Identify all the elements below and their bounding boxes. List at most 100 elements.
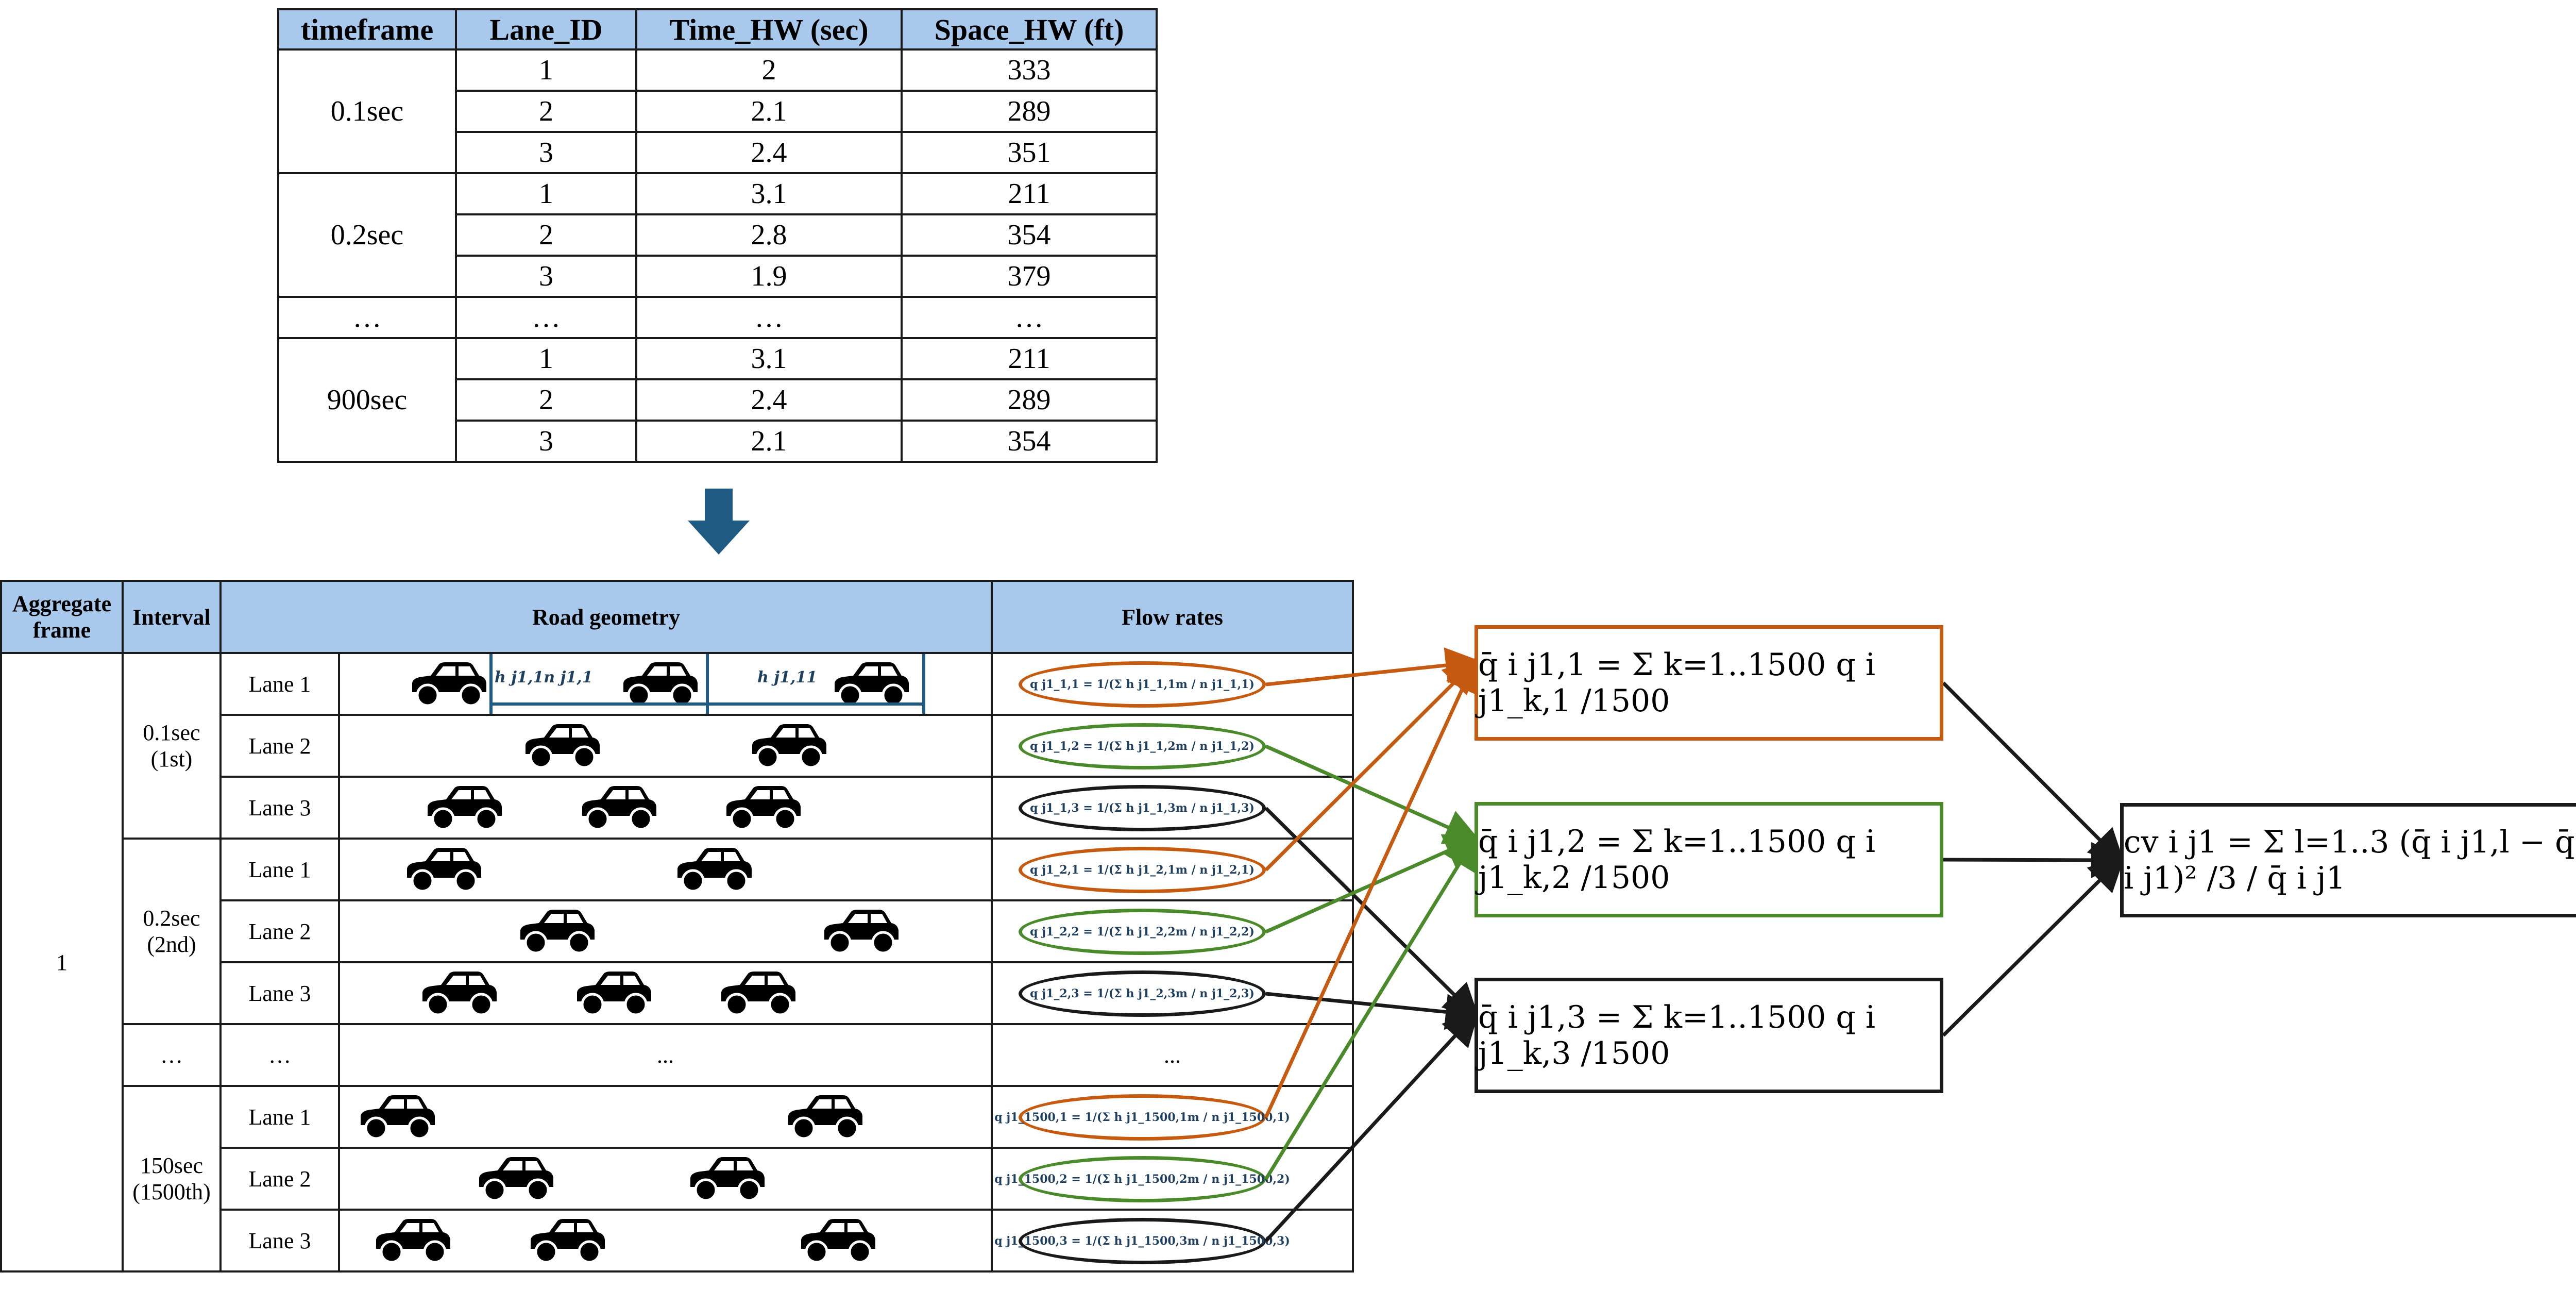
car-icon bbox=[526, 1217, 608, 1264]
interval-cell: 150sec(1500th) bbox=[122, 1085, 222, 1273]
cell: 289 bbox=[901, 90, 1158, 133]
road-geometry-cell bbox=[337, 1147, 993, 1211]
cell: 2.1 bbox=[635, 420, 903, 463]
flow-formula: q j1_1500,3 = 1/(Σ h j1_1500,3m / n j1_1… bbox=[994, 1234, 1290, 1248]
road-geometry-cell: ... bbox=[337, 1023, 993, 1087]
interval-ordinal: (1500th) bbox=[132, 1179, 211, 1204]
flow-table: Aggregate frame Interval Road geometry F… bbox=[0, 580, 1354, 1273]
cell: 379 bbox=[901, 255, 1158, 298]
cell: 354 bbox=[901, 420, 1158, 463]
car-icon bbox=[819, 908, 902, 955]
ellipsis-cell: … bbox=[455, 296, 637, 339]
table-row: 0.1sec 1 2 333 bbox=[277, 48, 1158, 174]
flow-formula: q j1_1,1 = 1/(Σ h j1_1,1m / n j1_1,1) bbox=[1030, 678, 1255, 691]
lane3-equation: q̄ i j1,3 = Σ k=1..1500 q i j1_k,3 /1500 bbox=[1478, 999, 1876, 1072]
interval-ordinal: (2nd) bbox=[147, 932, 196, 957]
cell: 1 bbox=[455, 48, 637, 92]
flow-table-header: Aggregate frame Interval Road geometry F… bbox=[0, 580, 1354, 654]
cell: 3.1 bbox=[635, 172, 903, 215]
flow-connector bbox=[1265, 834, 1481, 934]
cell: 211 bbox=[901, 337, 1158, 380]
headway-tick bbox=[922, 654, 925, 714]
road-geometry-cell bbox=[337, 838, 993, 901]
col-space-hw: Space_HW (ft) bbox=[901, 8, 1158, 51]
ellipsis-cell: … bbox=[277, 296, 457, 339]
flow-connector bbox=[1264, 807, 1480, 1020]
lane-label: Lane 1 bbox=[219, 838, 340, 901]
table-row: 0.2sec(2nd) Lane 1 q j1_2,1 = 1/(Σ h j1_2,… bbox=[1, 838, 1354, 1025]
car-icon bbox=[829, 660, 912, 708]
car-icon bbox=[355, 1093, 438, 1141]
headway-label: h j1,1n j1,1 bbox=[495, 668, 593, 687]
table-row: … … … … bbox=[277, 296, 1158, 339]
ellipsis-cell: … bbox=[901, 296, 1158, 339]
flow-formula: q j1_1,3 = 1/(Σ h j1_1,3m / n j1_1,3) bbox=[1030, 801, 1255, 815]
mean-to-cv-connector bbox=[1942, 855, 2125, 1037]
flow-formula-ellipse: q j1_2,1 = 1/(Σ h j1_2,1m / n j1_2,1) bbox=[1019, 847, 1266, 893]
flow-connector bbox=[1265, 744, 1481, 844]
flow-rate-cell: q j1_1,1 = 1/(Σ h j1_1,1m / n j1_1,1) bbox=[991, 652, 1354, 716]
car-icon bbox=[371, 1217, 453, 1264]
headway-table: timeframe Lane_ID Time_HW (sec) Space_HW… bbox=[277, 8, 1158, 463]
cv-box: cv i j1 = Σ l=1..3 (q̄ i j1,l − q̄ i j1)… bbox=[2120, 803, 2576, 917]
lane2-mean-flow-box: q̄ i j1,2 = Σ k=1..1500 q i j1_k,2 /1500 bbox=[1475, 802, 1943, 917]
col-road-geometry: Road geometry bbox=[219, 580, 993, 654]
car-icon bbox=[515, 908, 598, 955]
flow-connector bbox=[1264, 1009, 1480, 1243]
car-icon bbox=[407, 660, 489, 708]
car-icon bbox=[520, 722, 603, 769]
flow-formula: q j1_1500,1 = 1/(Σ h j1_1500,1m / n j1_1… bbox=[994, 1111, 1290, 1124]
car-icon bbox=[417, 969, 500, 1017]
lane-label: Lane 2 bbox=[219, 1147, 340, 1211]
flow-rate-cell: q j1_2,3 = 1/(Σ h j1_2,3m / n j1_2,3) bbox=[991, 961, 1354, 1025]
table-row: Lane 2 q j1_1500,2 = 1/(Σ h j1_1500,2m / … bbox=[1, 1147, 1354, 1211]
flow-formula-ellipse: q j1_1,2 = 1/(Σ h j1_1,2m / n j1_1,2) bbox=[1019, 723, 1266, 769]
flow-formula: q j1_2,2 = 1/(Σ h j1_2,2m / n j1_2,2) bbox=[1030, 925, 1255, 939]
headway-tick bbox=[706, 654, 709, 714]
cell: 2 bbox=[455, 378, 637, 422]
lane-label: Lane 1 bbox=[219, 1085, 340, 1149]
flow-formula-ellipse: q j1_1500,3 = 1/(Σ h j1_1500,3m / n j1_1… bbox=[994, 1218, 1290, 1264]
lane2-equation: q̄ i j1,2 = Σ k=1..1500 q i j1_k,2 /1500 bbox=[1478, 824, 1876, 896]
flow-formula: q j1_2,1 = 1/(Σ h j1_2,1m / n j1_2,1) bbox=[1030, 863, 1255, 877]
down-arrow-icon bbox=[688, 489, 750, 555]
cell: 289 bbox=[901, 378, 1158, 422]
col-lane-id: Lane_ID bbox=[455, 8, 637, 51]
car-icon bbox=[618, 660, 701, 708]
flow-connector bbox=[1265, 992, 1482, 1030]
road-geometry-cell bbox=[337, 961, 993, 1025]
flow-formula: q j1_1,2 = 1/(Σ h j1_1,2m / n j1_1,2) bbox=[1030, 740, 1255, 753]
lane1-equation: q̄ i j1,1 = Σ k=1..1500 q i j1_k,1 /1500 bbox=[1478, 647, 1876, 719]
flow-rate-cell: q j1_1500,2 = 1/(Σ h j1_1500,2m / n j1_1… bbox=[991, 1147, 1354, 1211]
interval-ordinal: (1st) bbox=[150, 746, 193, 772]
flow-rate-cell: q j1_2,2 = 1/(Σ h j1_2,2m / n j1_2,2) bbox=[991, 899, 1354, 963]
lane-label: … bbox=[219, 1023, 340, 1087]
car-icon bbox=[572, 969, 654, 1017]
cell: 3.1 bbox=[635, 337, 903, 380]
mean-to-cv-connector bbox=[1942, 681, 2125, 865]
car-icon bbox=[685, 1155, 768, 1202]
flow-formula-ellipse: q j1_1500,2 = 1/(Σ h j1_1500,2m / n j1_1… bbox=[994, 1156, 1290, 1202]
cell: 2 bbox=[455, 90, 637, 133]
flow-formula: q j1_1500,2 = 1/(Σ h j1_1500,2m / n j1_1… bbox=[994, 1173, 1290, 1186]
table-row: 3 2.1 354 bbox=[278, 420, 1158, 463]
flow-rate-cell: q j1_1500,3 = 1/(Σ h j1_1500,3m / n j1_1… bbox=[991, 1209, 1354, 1273]
cell: 1.9 bbox=[635, 255, 903, 298]
timeframe-cell: 0.2sec bbox=[277, 172, 457, 298]
ellipsis-cell: … bbox=[635, 296, 903, 339]
table-row: 150sec(1500th)Lane 1 q j1_1500,1 = 1/(Σ h… bbox=[1, 1085, 1354, 1273]
flow-rate-cell: q j1_1,2 = 1/(Σ h j1_1,2m / n j1_1,2) bbox=[991, 714, 1354, 778]
cell: 2 bbox=[635, 48, 903, 92]
lane3-mean-flow-box: q̄ i j1,3 = Σ k=1..1500 q i j1_k,3 /1500 bbox=[1475, 978, 1943, 1093]
interval-label: 0.2sec bbox=[143, 906, 200, 931]
flow-rate-cell: q j1_2,1 = 1/(Σ h j1_2,1m / n j1_2,1) bbox=[991, 838, 1354, 901]
cell: 3 bbox=[455, 131, 637, 174]
cell: 1 bbox=[455, 337, 637, 380]
cell: 2.4 bbox=[635, 131, 903, 174]
table-row: 2 2.8 354 bbox=[278, 213, 1158, 257]
flow-connector bbox=[1264, 657, 1480, 872]
car-icon bbox=[474, 1155, 556, 1202]
car-icon bbox=[577, 784, 659, 831]
lane-label: Lane 2 bbox=[219, 714, 340, 778]
cell: 2.4 bbox=[635, 378, 903, 422]
